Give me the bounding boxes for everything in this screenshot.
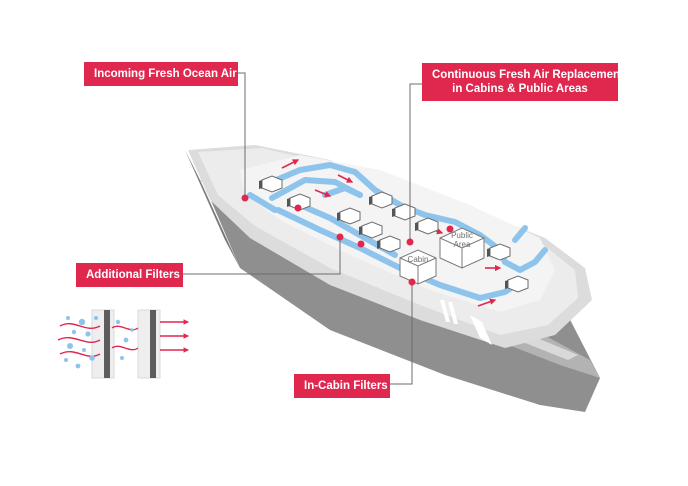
filter-unit	[359, 221, 383, 239]
filter-panel-left	[91, 309, 115, 379]
airflow-arrow-icon	[281, 159, 300, 169]
leader-lines	[183, 72, 422, 385]
leader-continuous	[409, 83, 422, 241]
filter-unit	[337, 207, 361, 225]
air-filtration-icon	[57, 309, 190, 379]
filter-unit	[259, 175, 283, 193]
callout-additional-filters: Additional Filters	[76, 263, 183, 287]
filter-unit	[369, 191, 393, 209]
public-area-label-line1: Public	[451, 231, 473, 240]
filter-unit	[415, 217, 439, 235]
filter-unit	[377, 235, 401, 253]
callout-incoming-fresh-ocean-air: Incoming Fresh Ocean Air	[84, 62, 238, 86]
leader-additional	[183, 238, 341, 275]
public-area-label-line2: Area	[454, 240, 471, 249]
callout-continuous-fresh-air-replacement: Continuous Fresh Air Replacement in Cabi…	[422, 63, 624, 101]
filter-unit	[487, 243, 511, 261]
public-area-room: Public Area	[439, 227, 485, 269]
leader-incoming	[238, 72, 246, 196]
filter-panel-left-edge	[104, 310, 110, 378]
airflow-arrow-icon	[337, 174, 354, 183]
filter-unit	[505, 275, 529, 293]
cabin-room: Cabin	[399, 249, 437, 285]
leader-dots	[241, 194, 454, 286]
leader-incabin	[390, 282, 413, 385]
airflow-arrow-icon	[314, 189, 332, 198]
airflow-arrow-icon	[477, 298, 497, 307]
filter-panel-right	[137, 309, 161, 379]
filter-panel-right-edge	[150, 310, 156, 378]
cabin-label: Cabin	[408, 255, 429, 264]
filter-unit	[287, 193, 311, 211]
callout-in-cabin-filters: In-Cabin Filters	[294, 374, 390, 398]
ship-hull	[185, 145, 600, 412]
